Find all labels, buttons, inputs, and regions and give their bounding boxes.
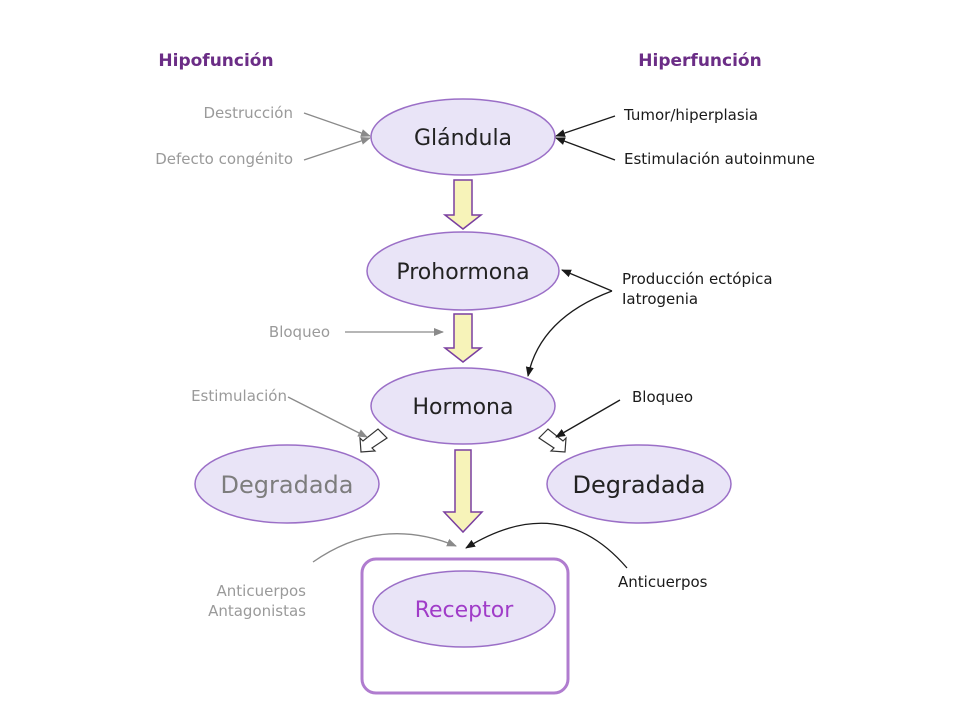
hypo-antibodies-arrow [312,533,457,563]
autoimmune-label: Estimulación autoinmune [624,150,815,168]
hormone-to-receptor-arrow [442,449,484,534]
ectopic-label: Producción ectópica [622,270,773,288]
hypofunction-header: Hipofunción [158,51,273,71]
antagonists-label: Antagonistas [208,602,306,620]
destruction-arrow [303,112,371,137]
hyper-blockade-arrow [555,399,621,438]
prohormone-to-hormone-arrow [442,313,484,363]
congenital-defect-arrow [303,137,371,161]
gland-node: Glándula [370,98,556,176]
hormone-to-degraded-right-arrow [538,428,567,453]
hyper-antibodies-label: Anticuerpos [618,573,708,591]
ectopic-to-prohormone-arrow [561,269,613,292]
gland-label: Glándula [414,126,512,151]
stimulation-arrow [287,396,368,438]
degraded-left-label: Degradada [221,471,354,499]
hyper-blockade-label: Bloqueo [632,388,693,406]
hormone-to-degraded-left-arrow [359,428,388,453]
receptor-node: Receptor [372,570,556,648]
ectopic-to-hormone-arrow [525,290,613,377]
congenital-defect-label: Defecto congénito [155,150,293,168]
hypo-blockade-label: Bloqueo [269,323,330,341]
iatrogenic-label: Iatrogenia [622,290,698,308]
degraded-right-label: Degradada [573,471,706,499]
hypo-antibodies-label: Anticuerpos [217,582,307,600]
destruction-label: Destrucción [204,104,294,122]
gland-to-prohormone-arrow [442,179,484,230]
tumor-label: Tumor/hiperplasia [623,106,758,124]
receptor-label: Receptor [415,598,515,623]
hyperfunction-header: Hiperfunción [638,51,761,71]
hormone-label: Hormona [413,395,514,420]
degraded-left-node: Degradada [194,444,380,524]
hyper-antibodies-arrow [465,522,628,569]
tumor-arrow [555,115,616,137]
prohormone-label: Prohormona [396,260,529,285]
degraded-right-node: Degradada [546,444,732,524]
hormone-node: Hormona [370,367,556,445]
autoimmune-arrow [555,137,616,161]
prohormone-node: Prohormona [366,231,560,311]
stimulation-label: Estimulación [191,387,287,405]
